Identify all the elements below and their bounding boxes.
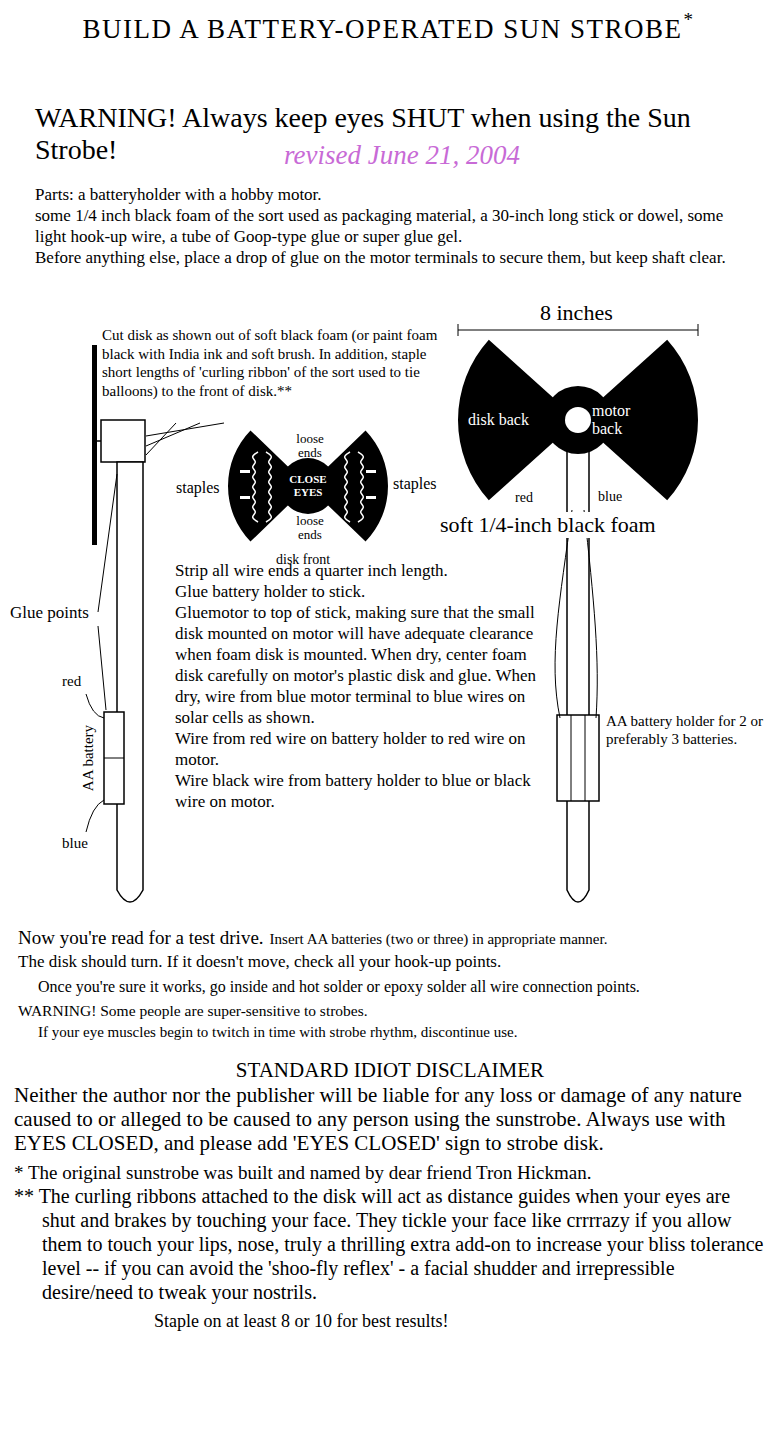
note: Staple on at least 8 or 10 for best resu…: [154, 1310, 766, 1332]
blue-wire: [86, 800, 104, 832]
dimension-line: [458, 330, 698, 331]
parts-text: some 1/4 inch black foam of the sort use…: [35, 205, 757, 247]
instruction-text: Cut disk as shown out of soft black foam…: [102, 326, 458, 400]
text-group: Strip all wire ends a quarter inch lengt…: [175, 560, 555, 812]
leader-line: [98, 474, 117, 612]
instruction-text: Insert AA batteries (two or three) in ap…: [270, 931, 608, 947]
instruction-text: Now you're read for a test drive.: [18, 927, 264, 948]
part-label: loose ends: [288, 432, 332, 460]
battery-divider: [585, 715, 586, 801]
disk-label: CLOSE EYES: [284, 473, 332, 499]
heading: STANDARD IDIOT DISCLAIMER: [14, 1058, 766, 1083]
battery-divider: [571, 715, 572, 801]
revision-note: revised June 21, 2004: [284, 139, 520, 171]
disk-hub: [280, 458, 336, 514]
part-label: loose ends: [288, 514, 332, 542]
instruction-text: The disk should turn. If it doesn't move…: [18, 952, 775, 972]
leader-line: [98, 626, 106, 710]
instruction-text: Once you're sure it works, go inside and…: [38, 977, 775, 996]
disk-edge: [92, 345, 97, 545]
footnote: * The original sunstrobe was built and n…: [14, 1161, 766, 1184]
instruction-text: Wire black wire from battery holder to b…: [175, 770, 555, 812]
foam-disk: CLOSE EYES: [228, 424, 388, 548]
wire-label: blue: [62, 834, 88, 852]
dimension-label: 8 inches: [540, 300, 613, 326]
instruction-text: Glue battery holder to stick.: [175, 581, 555, 602]
text-group: STANDARD IDIOT DISCLAIMERNeither the aut…: [14, 1058, 766, 1332]
warning: If your eye muscles begin to twitch in t…: [38, 1023, 775, 1041]
battery-holder: [557, 715, 599, 801]
foam-disk: disk back motor back: [458, 336, 698, 504]
instruction-text: Gluemotor to top of stick, making sure t…: [175, 602, 555, 728]
disk-label: motor back: [592, 402, 644, 438]
dimension-tick: [698, 324, 699, 336]
disk-label: disk back: [468, 410, 529, 429]
staple: [240, 496, 250, 499]
instruction-text: Wire from red wire on battery holder to …: [175, 728, 555, 770]
part-label: Glue points: [10, 603, 89, 623]
staple: [366, 496, 376, 499]
leader-line: [146, 423, 176, 455]
footnote-mark: *: [684, 8, 694, 31]
wire-label: red: [62, 672, 81, 690]
parts-text: Before anything else, place a drop of gl…: [35, 247, 757, 268]
text-group: Now you're read for a test drive. Insert …: [18, 926, 775, 1041]
instruction-text: Strip all wire ends a quarter inch lengt…: [175, 560, 555, 581]
title: BUILD A BATTERY-OPERATED SUN STROBE: [82, 14, 682, 45]
part-label: disk front: [276, 551, 330, 568]
wire-label: blue: [598, 488, 622, 505]
red-wire: [86, 694, 104, 718]
blue-wire: [584, 510, 597, 718]
staple: [366, 470, 376, 473]
stick: [567, 436, 589, 902]
staple: [240, 470, 250, 473]
part-label: soft 1/4-inch black foam: [438, 512, 658, 538]
wire-label: red: [515, 489, 533, 506]
curling-ribbon: [253, 452, 258, 522]
disk-outline: [458, 340, 698, 501]
motor-disk: [565, 407, 591, 433]
footnote: ** The curling ribbons attached to the d…: [14, 1184, 766, 1304]
curling-ribbon: [266, 452, 271, 522]
curling-ribbon: [345, 452, 350, 522]
parts-text: Parts: a batteryholder with a hobby moto…: [35, 184, 757, 205]
warning: WARNING! Some people are super-sensitive…: [18, 1001, 775, 1020]
battery-divider: [104, 758, 124, 759]
red-wire: [555, 510, 572, 718]
part-label: AA battery: [79, 718, 97, 798]
part-label: staples: [393, 474, 437, 493]
battery-holder: [104, 712, 124, 804]
disk-outline: [228, 430, 388, 541]
dimension-tick: [458, 324, 459, 336]
part-label: AA battery holder for 2 or preferably 3 …: [606, 712, 766, 748]
disclaimer-text: Neither the author nor the publisher wil…: [14, 1083, 766, 1155]
part-label: staples: [176, 478, 220, 497]
motor: [101, 420, 145, 462]
text-group: Parts: a batteryholder with a hobby moto…: [35, 184, 757, 268]
curling-ribbon: [358, 452, 363, 522]
stick: [117, 462, 143, 902]
